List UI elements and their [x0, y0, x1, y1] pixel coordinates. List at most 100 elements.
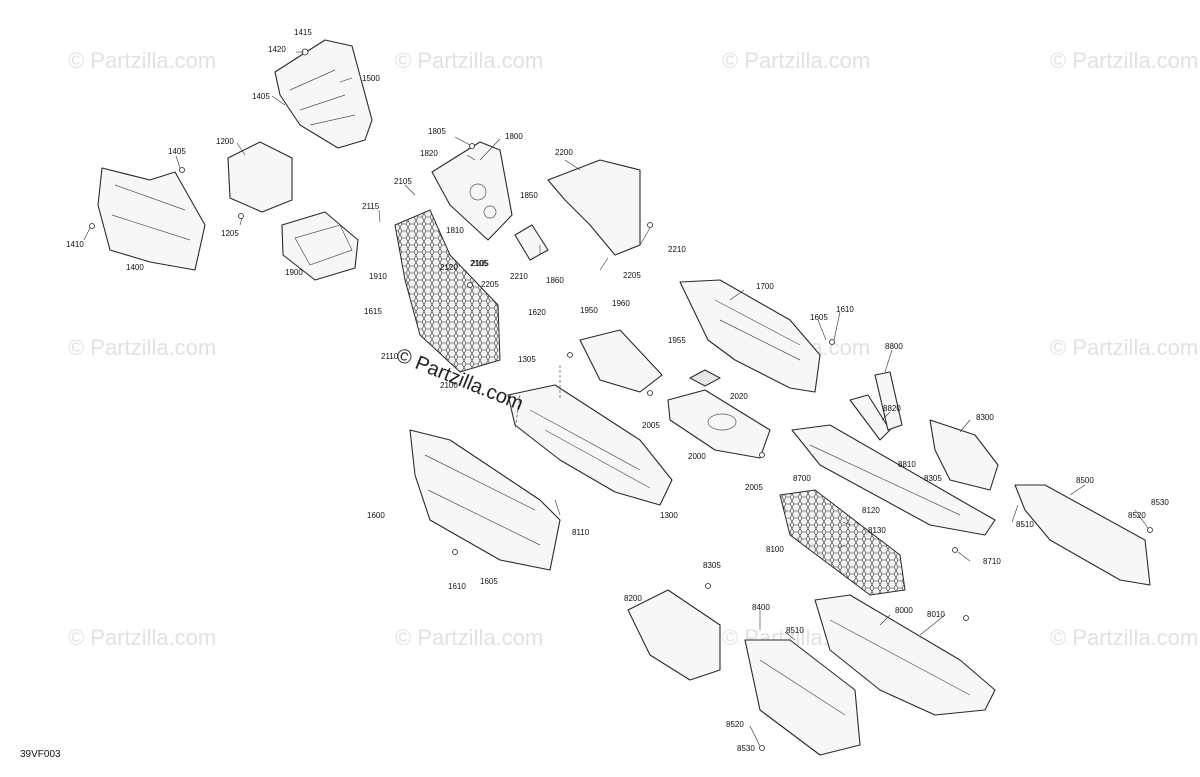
- watermark-text: © Partzilla.com: [722, 48, 870, 73]
- callout-1610: 1610: [836, 305, 854, 314]
- part-8500-panel: [1014, 484, 1151, 586]
- fastener: [179, 167, 185, 173]
- fastener: [963, 615, 969, 621]
- callout-2205: 2205: [481, 280, 499, 289]
- callout-1850: 1850: [520, 191, 538, 200]
- fastener: [829, 339, 835, 345]
- callout-8120: 8120: [862, 506, 880, 515]
- callout-8510: 8510: [1016, 520, 1034, 529]
- callout-1910: 1910: [369, 272, 387, 281]
- callout-8810: 8810: [898, 460, 916, 469]
- callout-1950: 1950: [580, 306, 598, 315]
- fastener: [759, 745, 765, 751]
- callout-8130: 8130: [868, 526, 886, 535]
- watermark-text: © Partzilla.com: [68, 335, 216, 360]
- part-1800-bezel: [431, 141, 513, 241]
- callout-8710: 8710: [983, 557, 1001, 566]
- callout-8700: 8700: [793, 474, 811, 483]
- callout-8520: 8520: [726, 720, 744, 729]
- callout-8010: 8010: [927, 610, 945, 619]
- callout-1610: 1610: [448, 582, 466, 591]
- callout-2105: 2105: [471, 259, 489, 268]
- part-1300-console: [507, 384, 673, 506]
- callout-8520: 8520: [1128, 511, 1146, 520]
- callout-8000: 8000: [895, 606, 913, 615]
- fastener: [647, 390, 653, 396]
- callout-1600: 1600: [367, 511, 385, 520]
- diagram-code: 39VF003: [20, 749, 61, 760]
- callout-labels: 1415 1420 1500 1405 1200 1405 1410 1400 …: [66, 28, 1169, 753]
- callout-1405: 1405: [252, 92, 270, 101]
- part-2000-cupholder: [667, 389, 771, 459]
- callout-1960: 1960: [612, 299, 630, 308]
- callout-8300: 8300: [976, 413, 994, 422]
- watermark-text: © Partzilla.com: [395, 48, 543, 73]
- callout-1605: 1605: [810, 313, 828, 322]
- fastener: [469, 143, 475, 149]
- callout-2110: 2110: [381, 352, 399, 361]
- callout-1900: 1900: [285, 268, 303, 277]
- callout-8530: 8530: [1151, 498, 1169, 507]
- part-2200-handle: [547, 159, 641, 256]
- watermark-text: © Partzilla.com: [1050, 335, 1198, 360]
- fastener: [452, 549, 458, 555]
- watermark-text: © Partzilla.com: [68, 625, 216, 650]
- callout-8500: 8500: [1076, 476, 1094, 485]
- watermark-text: © Partzilla.com: [395, 625, 543, 650]
- watermark-text: © Partzilla.com: [1050, 625, 1198, 650]
- part-8000-console: [814, 594, 996, 716]
- watermark-text: © Partzilla.com: [1050, 48, 1198, 73]
- callout-8530: 8530: [737, 744, 755, 753]
- leader-lines: [83, 51, 1149, 747]
- callout-2105: 2105: [394, 177, 412, 186]
- callout-1805: 1805: [428, 127, 446, 136]
- fastener: [705, 583, 711, 589]
- callout-2210: 2210: [668, 245, 686, 254]
- part-1900-tray: [281, 211, 359, 281]
- callout-1820: 1820: [420, 149, 438, 158]
- callout-8305: 8305: [703, 561, 721, 570]
- callout-2105: 2105: [470, 259, 488, 268]
- callout-1800: 1800: [505, 132, 523, 141]
- part-8300-panel: [929, 419, 999, 491]
- callout-1500: 1500: [362, 74, 380, 83]
- fastener: [952, 547, 958, 553]
- callout-8100: 8100: [766, 545, 784, 554]
- callout-8820: 8820: [883, 404, 901, 413]
- part-1600-panel: [409, 429, 561, 571]
- callout-1860: 1860: [546, 276, 564, 285]
- callout-1605: 1605: [480, 577, 498, 586]
- callout-1405: 1405: [168, 147, 186, 156]
- callout-8510: 8510: [786, 626, 804, 635]
- callout-1810: 1810: [446, 226, 464, 235]
- callout-1200: 1200: [216, 137, 234, 146]
- watermark-text: © Partzilla.com: [68, 48, 216, 73]
- callout-8200: 8200: [624, 594, 642, 603]
- part-1950-cover: [579, 329, 663, 393]
- part-8800-tube: [874, 371, 903, 431]
- part-8200-cap: [627, 589, 721, 681]
- callout-1400: 1400: [126, 263, 144, 272]
- part-1850-vent: [514, 224, 549, 261]
- fastener: [1147, 527, 1153, 533]
- part-2100-block: [394, 209, 501, 373]
- callout-2120: 2120: [440, 263, 458, 272]
- fastener: [647, 222, 653, 228]
- part-1700-rail: [679, 279, 821, 393]
- part-1200-bracket: [227, 141, 293, 213]
- callout-8800: 8800: [885, 342, 903, 351]
- callout-1420: 1420: [268, 45, 286, 54]
- fastener: [567, 352, 573, 358]
- part-8800-tube: [849, 394, 891, 441]
- part-shapes: [89, 39, 1153, 756]
- part-1500-bracket: [274, 39, 373, 149]
- part-8100-block: [779, 489, 906, 596]
- callout-2000: 2000: [688, 452, 706, 461]
- callout-1955: 1955: [668, 336, 686, 345]
- fastener: [759, 452, 765, 458]
- callout-2205: 2205: [623, 271, 641, 280]
- part-1400-panel: [97, 167, 206, 271]
- callout-2115: 2115: [362, 202, 380, 211]
- callout-1305: 1305: [518, 355, 536, 364]
- callout-1300: 1300: [660, 511, 678, 520]
